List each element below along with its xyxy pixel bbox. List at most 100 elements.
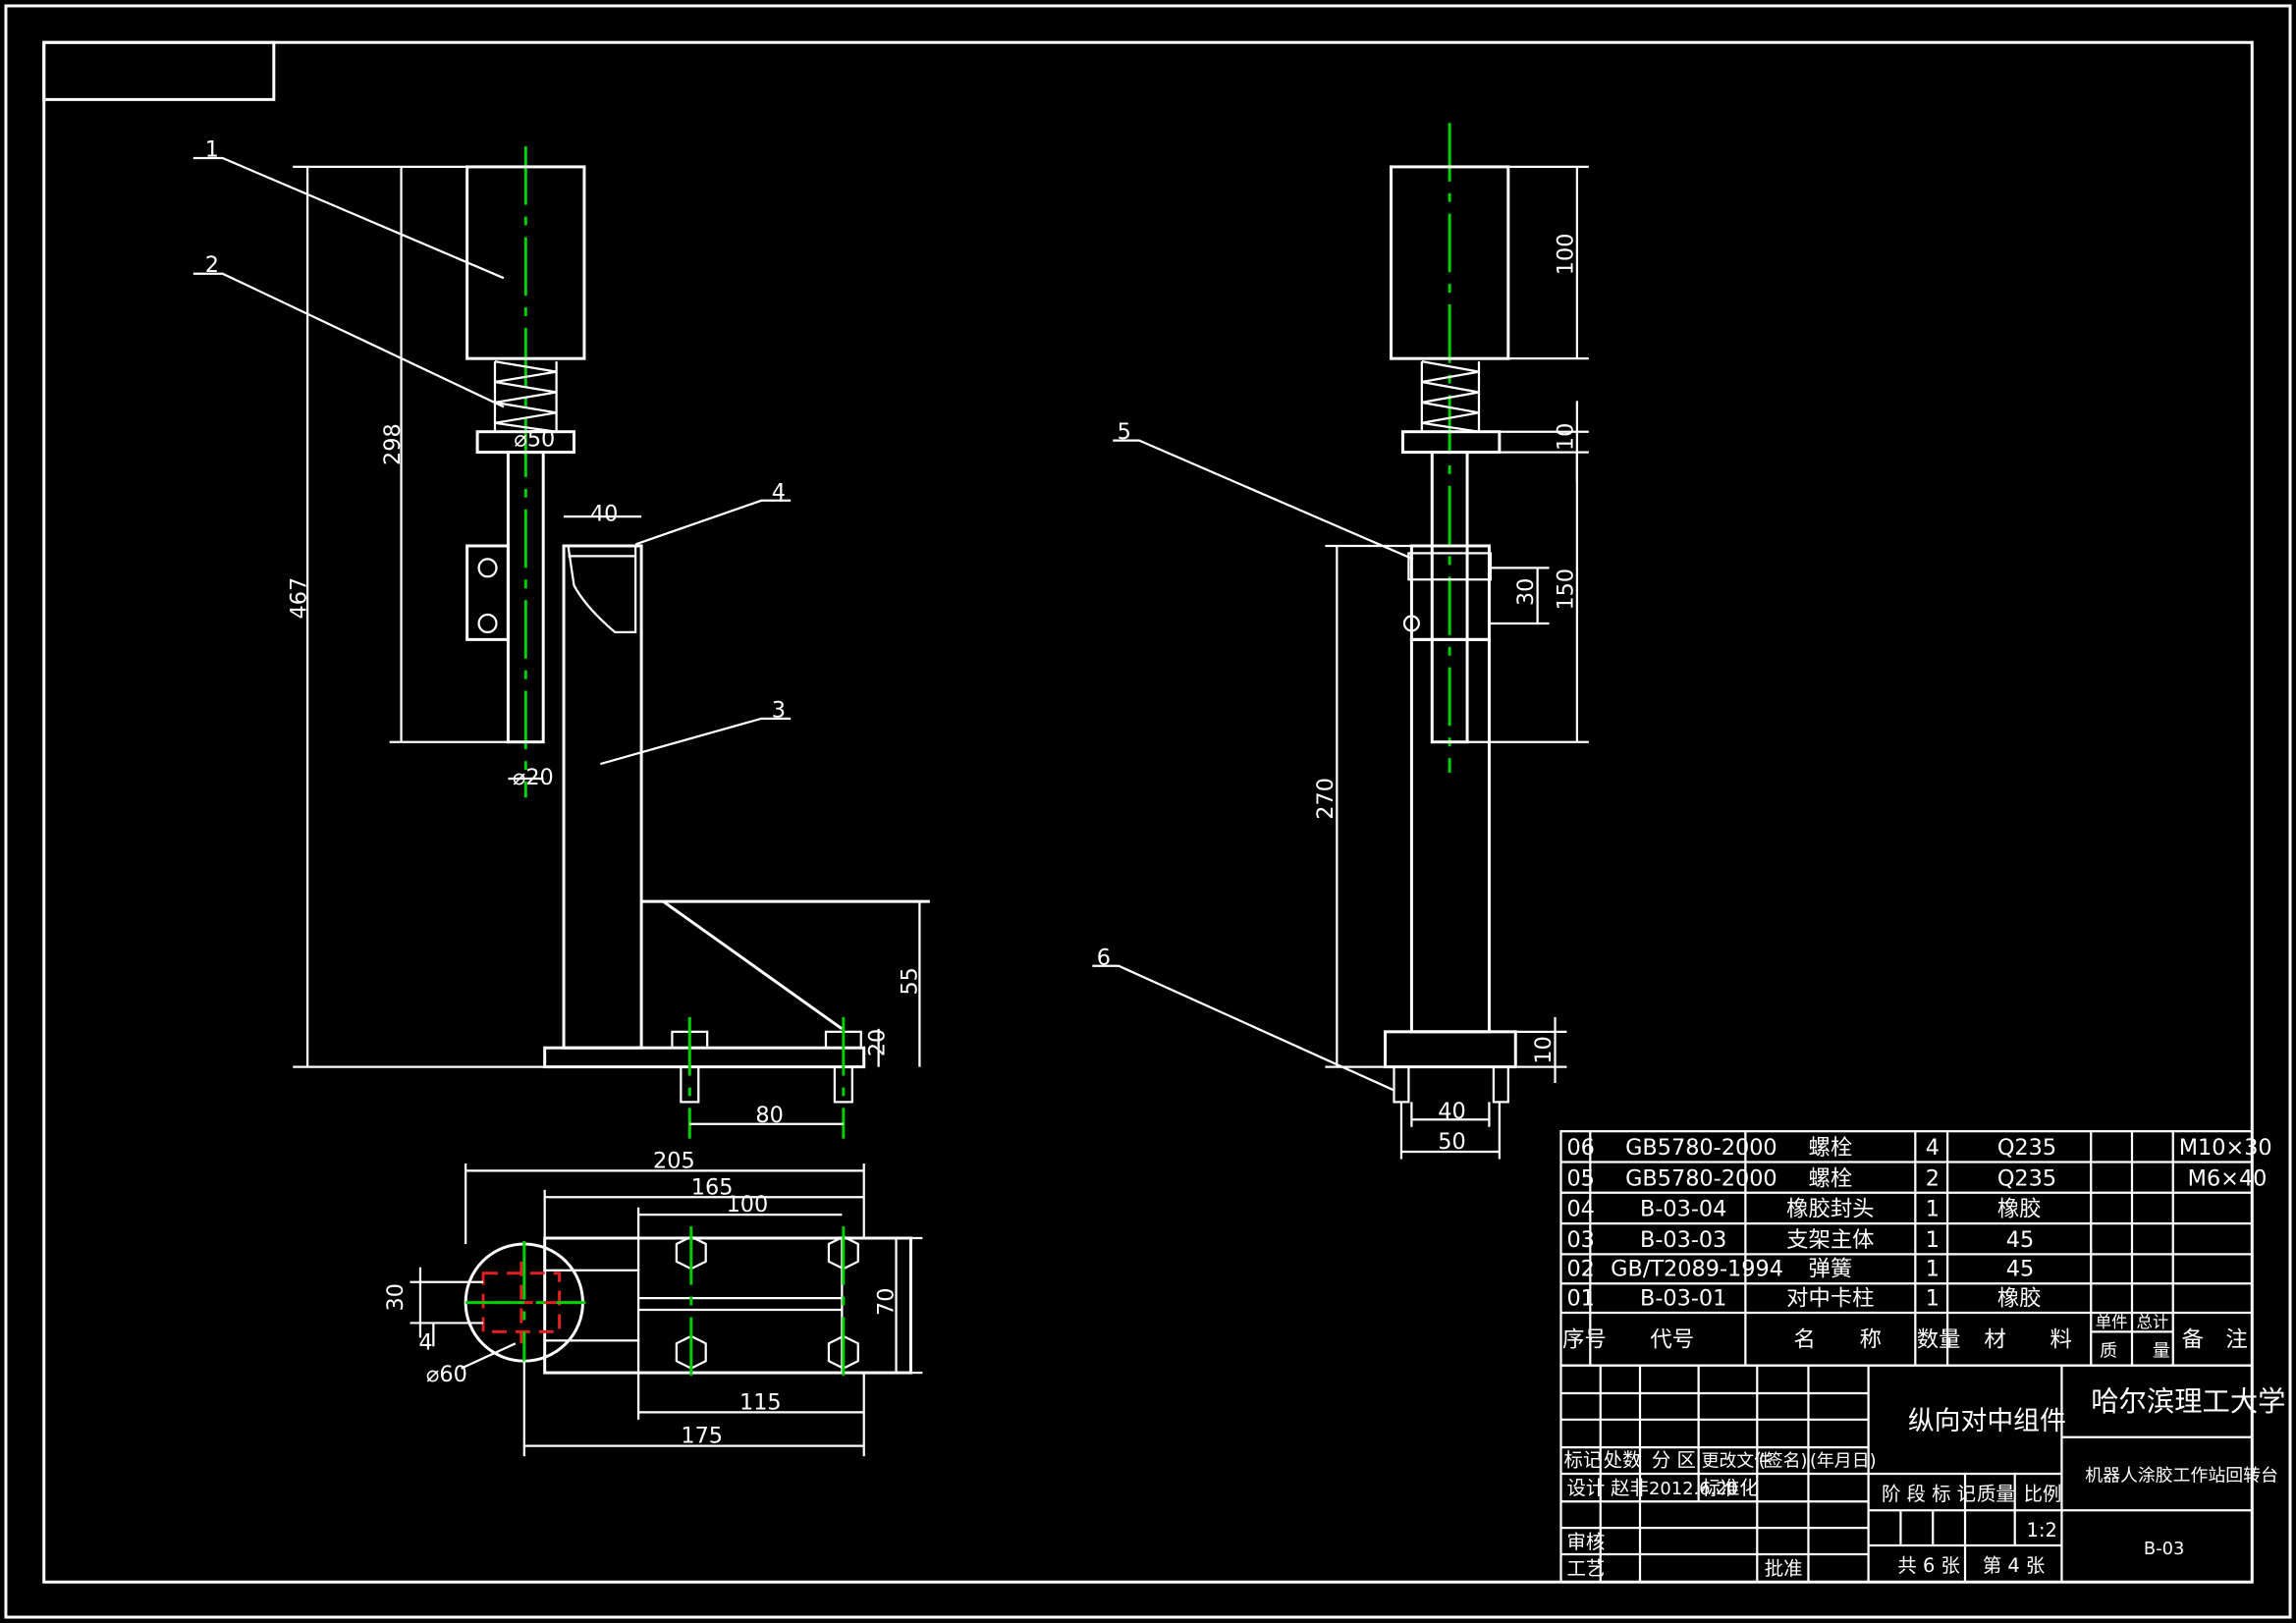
dim-205: 205: [653, 1148, 695, 1173]
tb-zone: 分 区: [1652, 1449, 1696, 1472]
tb-approve: 批准: [1765, 1557, 1803, 1580]
bom-cell-no: 03: [1566, 1227, 1594, 1253]
bom-header-material: 材 料: [1984, 1326, 2071, 1352]
bom-cell-name: 橡胶封头: [1786, 1197, 1874, 1222]
dim-20: 20: [865, 1029, 891, 1056]
dim-40-side: 40: [1438, 1099, 1465, 1124]
top-view: 205 165 100 115 175 70 30 4 ⌀60: [383, 1148, 923, 1457]
bom-cell-qty: 1: [1926, 1227, 1940, 1253]
bom-cell-qty: 1: [1926, 1257, 1940, 1282]
dim-4: 4: [418, 1329, 432, 1355]
callout-4: 4: [772, 479, 786, 505]
dim-30-top: 30: [383, 1283, 409, 1311]
dim-dia50: ⌀50: [514, 427, 555, 453]
tb-drawing-no: B-03: [2144, 1539, 2184, 1559]
bom-header-code: 代号: [1650, 1326, 1694, 1352]
bom-cell-qty: 1: [1926, 1286, 1940, 1312]
bom-table: 序号 代号 名 称 数量 材 料 单件 总计 质 量 备 注 06 GB5780…: [1559, 1130, 2272, 1367]
tb-part-name: 纵向对中组件: [1908, 1406, 2066, 1436]
bom-cell-no: 04: [1566, 1197, 1594, 1222]
bom-header-no: 序号: [1562, 1326, 1607, 1352]
tb-mark: 标记: [1563, 1449, 1602, 1472]
dim-50: 50: [1438, 1129, 1465, 1155]
bom-header-weight: 质 量: [2100, 1341, 2170, 1362]
dim-dia60: ⌀60: [426, 1362, 467, 1387]
bom-row: 02 GB/T2089-1994 弹簧 1 45: [1566, 1257, 2034, 1282]
tb-process: 工艺: [1566, 1557, 1605, 1580]
dim-175: 175: [681, 1424, 723, 1449]
tb-sheets-total: 共 6 张: [1897, 1554, 1959, 1577]
tb-standard: 标准化: [1702, 1477, 1759, 1499]
callout-2: 2: [205, 252, 219, 278]
bom-cell-name: 弹簧: [1808, 1257, 1852, 1282]
bom-row: 06 GB5780-2000 螺栓 4 Q235 M10×30: [1566, 1135, 2271, 1161]
tb-sheet-no: 第 4 张: [1983, 1554, 2045, 1577]
bom-cell-qty: 2: [1926, 1165, 1940, 1191]
bom-cell-no: 01: [1566, 1286, 1594, 1312]
tb-project: 机器人涂胶工作站回转台: [2085, 1465, 2278, 1486]
callout-6: 6: [1097, 945, 1111, 970]
bom-cell-name: 支架主体: [1786, 1227, 1874, 1253]
bom-cell-remark: M6×40: [2188, 1165, 2268, 1191]
bom-cell-qty: 4: [1926, 1135, 1940, 1161]
bom-cell-material: Q235: [1997, 1165, 2056, 1191]
bom-cell-material: 橡胶: [1997, 1286, 2042, 1312]
bom-row: 03 B-03-03 支架主体 1 45: [1566, 1227, 2034, 1253]
bom-cell-material: Q235: [1997, 1135, 2056, 1161]
bom-cell-code: B-03-03: [1640, 1227, 1726, 1253]
tb-design-date: 2012.6.20: [1649, 1479, 1738, 1499]
bom-cell-code: B-03-04: [1640, 1197, 1726, 1222]
bom-cell-code: GB/T2089-1994: [1611, 1257, 1783, 1282]
dim-100-top: 100: [727, 1192, 769, 1217]
bom-cell-qty: 1: [1926, 1197, 1940, 1222]
dim-10-base: 10: [1531, 1036, 1557, 1063]
tb-change-doc: 更改文件: [1702, 1451, 1773, 1472]
callout-1: 1: [205, 136, 219, 162]
bom-cell-material: 45: [2006, 1227, 2034, 1253]
dim-40: 40: [590, 502, 618, 527]
bom-cell-code: GB5780-2000: [1625, 1165, 1777, 1191]
front-view: 1 2 4 3 467 298 ⌀50 ⌀20 40 55 20 80: [192, 136, 930, 1139]
dim-55: 55: [897, 967, 922, 995]
side-view: 5 6 100 10: [1092, 123, 1589, 1160]
dim-10-flange: 10: [1553, 423, 1578, 451]
dim-150: 150: [1553, 568, 1578, 611]
bom-cell-code: GB5780-2000: [1625, 1135, 1777, 1161]
dim-298: 298: [380, 423, 406, 465]
bom-header-total: 总计: [2136, 1313, 2168, 1331]
tb-sign: (签名): [1759, 1451, 1808, 1472]
dim-115: 115: [739, 1389, 782, 1415]
bom-row: 01 B-03-01 对中卡柱 1 橡胶: [1566, 1286, 2041, 1312]
tb-stage: 阶 段 标 记: [1882, 1483, 1976, 1505]
callout-3: 3: [772, 697, 786, 723]
tb-scale-label: 比例: [2024, 1483, 2062, 1505]
dim-165: 165: [691, 1174, 734, 1200]
dim-467: 467: [287, 577, 312, 620]
tb-review: 审核: [1566, 1531, 1605, 1553]
bom-cell-name: 螺栓: [1808, 1165, 1852, 1191]
dim-100-side: 100: [1553, 234, 1578, 276]
bom-header-unit: 单件: [2096, 1313, 2128, 1331]
tb-designer: 赵非: [1611, 1477, 1649, 1499]
drawing-frame: [4, 4, 2292, 1619]
bom-cell-no: 02: [1566, 1257, 1594, 1282]
tb-mass: 质量: [1977, 1483, 2015, 1505]
bom-cell-no: 06: [1566, 1135, 1594, 1161]
bom-header-qty: 数量: [1917, 1326, 1961, 1352]
title-block: 标记 处数 分 区 更改文件 (签名) (年月日) 设计 赵非 2012.6.2…: [1559, 1364, 2285, 1584]
bom-row: 05 GB5780-2000 螺栓 2 Q235 M6×40: [1566, 1165, 2267, 1191]
bom-cell-remark: M10×30: [2179, 1135, 2272, 1161]
dim-30-side: 30: [1513, 578, 1539, 606]
tb-scale: 1:2: [2027, 1519, 2057, 1542]
dim-70: 70: [874, 1288, 900, 1316]
bom-cell-name: 对中卡柱: [1786, 1286, 1874, 1312]
bom-cell-material: 45: [2006, 1257, 2034, 1282]
dim-80: 80: [755, 1103, 783, 1128]
tb-university: 哈尔滨理工大学: [2091, 1385, 2285, 1418]
bom-header-name: 名 称: [1794, 1326, 1882, 1352]
dim-dia20: ⌀20: [513, 765, 554, 790]
dim-270: 270: [1313, 778, 1339, 820]
bom-cell-material: 橡胶: [1997, 1197, 2042, 1222]
bom-cell-no: 05: [1566, 1165, 1594, 1191]
